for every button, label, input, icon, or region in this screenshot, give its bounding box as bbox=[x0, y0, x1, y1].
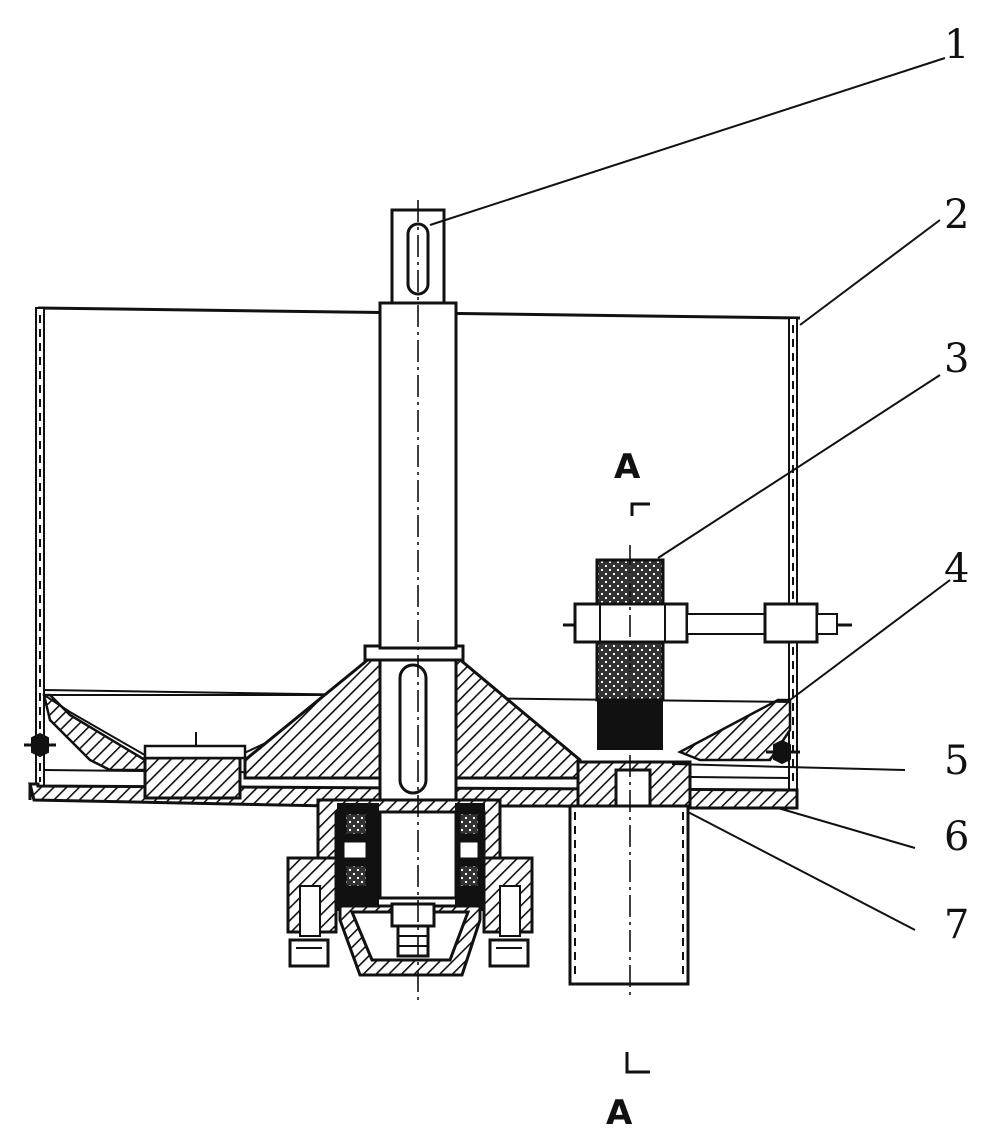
callout-2: 2 bbox=[944, 192, 969, 238]
leader-line-2 bbox=[799, 219, 941, 326]
leader-line-1 bbox=[429, 57, 946, 226]
callout-labels: 1 2 3 4 5 6 7 bbox=[944, 22, 969, 948]
discharge-chute bbox=[568, 760, 692, 986]
leader-line-4 bbox=[789, 579, 951, 701]
rivet-right bbox=[766, 739, 800, 765]
callout-3: 3 bbox=[944, 336, 969, 382]
bearing-housing bbox=[286, 798, 534, 977]
section-mark: A A bbox=[606, 447, 650, 1133]
leader-lines bbox=[429, 57, 951, 931]
leader-line-7 bbox=[687, 811, 916, 931]
callout-7: 7 bbox=[944, 902, 969, 948]
callout-1: 1 bbox=[944, 22, 969, 68]
leader-line-6 bbox=[777, 807, 916, 849]
leader-line-5 bbox=[671, 763, 906, 771]
hub-plate-left bbox=[143, 744, 247, 800]
rivet-left bbox=[24, 732, 56, 758]
callout-6: 6 bbox=[944, 814, 969, 860]
section-label-top: A bbox=[614, 447, 641, 487]
callout-4: 4 bbox=[944, 546, 969, 592]
center-lines bbox=[417, 200, 631, 1000]
section-label-bottom: A bbox=[606, 1093, 633, 1133]
callout-5: 5 bbox=[944, 738, 969, 784]
scraper-block bbox=[563, 558, 852, 750]
leader-line-3 bbox=[657, 374, 941, 559]
